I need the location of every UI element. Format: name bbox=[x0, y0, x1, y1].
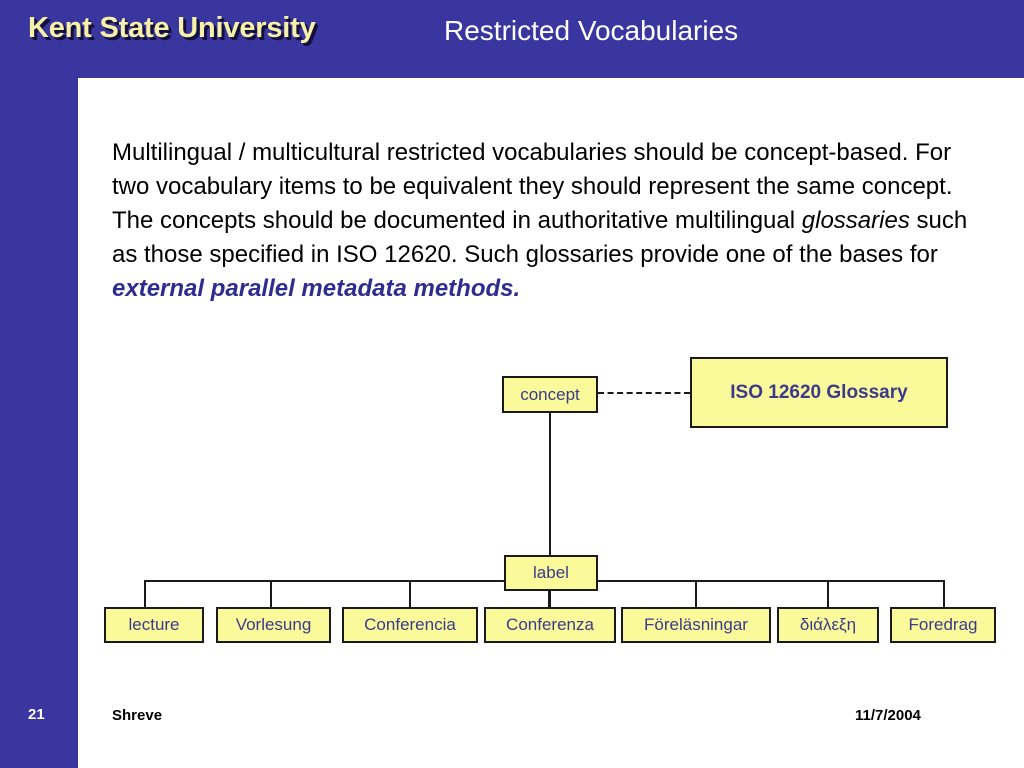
connector-drop bbox=[548, 580, 550, 608]
leaf-node[interactable]: Foredrag bbox=[890, 607, 996, 643]
body-text-accent: external parallel metadata methods. bbox=[112, 275, 521, 302]
leaf-node[interactable]: διάλεξη bbox=[777, 607, 879, 643]
connector-drop bbox=[409, 580, 411, 608]
connector-drop bbox=[695, 580, 697, 608]
page-number: 21 bbox=[28, 706, 45, 723]
connector-concept-to-label bbox=[549, 412, 551, 556]
node-iso-glossary[interactable]: ISO 12620 Glossary bbox=[690, 357, 948, 428]
brand-title: Kent State University bbox=[28, 12, 316, 44]
connector-label-to-bus bbox=[549, 590, 551, 608]
page-title: Restricted Vocabularies bbox=[444, 15, 739, 46]
node-label[interactable]: label bbox=[504, 555, 598, 591]
header-band bbox=[0, 0, 1024, 78]
connector-drop bbox=[827, 580, 829, 608]
footer-author: Shreve bbox=[112, 707, 163, 724]
connector-concept-to-glossary bbox=[598, 392, 690, 394]
leaf-node[interactable]: Vorlesung bbox=[216, 607, 331, 643]
leaf-node[interactable]: Conferencia bbox=[342, 607, 478, 643]
left-rail bbox=[0, 0, 78, 768]
node-concept[interactable]: concept bbox=[502, 376, 598, 413]
connector-drop bbox=[270, 580, 272, 608]
leaf-node[interactable]: Föreläsningar bbox=[621, 607, 771, 643]
body-text-part2: such as those specified in ISO 12620. Su… bbox=[112, 207, 968, 268]
body-text-emphasis: glossaries bbox=[801, 207, 910, 234]
leaf-node[interactable]: Conferenza bbox=[484, 607, 616, 643]
leaf-node[interactable]: lecture bbox=[104, 607, 204, 643]
body-paragraph: Multilingual / multicultural restricted … bbox=[112, 136, 992, 306]
connector-drop bbox=[144, 580, 146, 608]
footer-date: 11/7/2004 bbox=[855, 707, 921, 724]
connector-drop bbox=[943, 580, 945, 608]
body-text-part1: Multilingual / multicultural restricted … bbox=[112, 139, 953, 234]
